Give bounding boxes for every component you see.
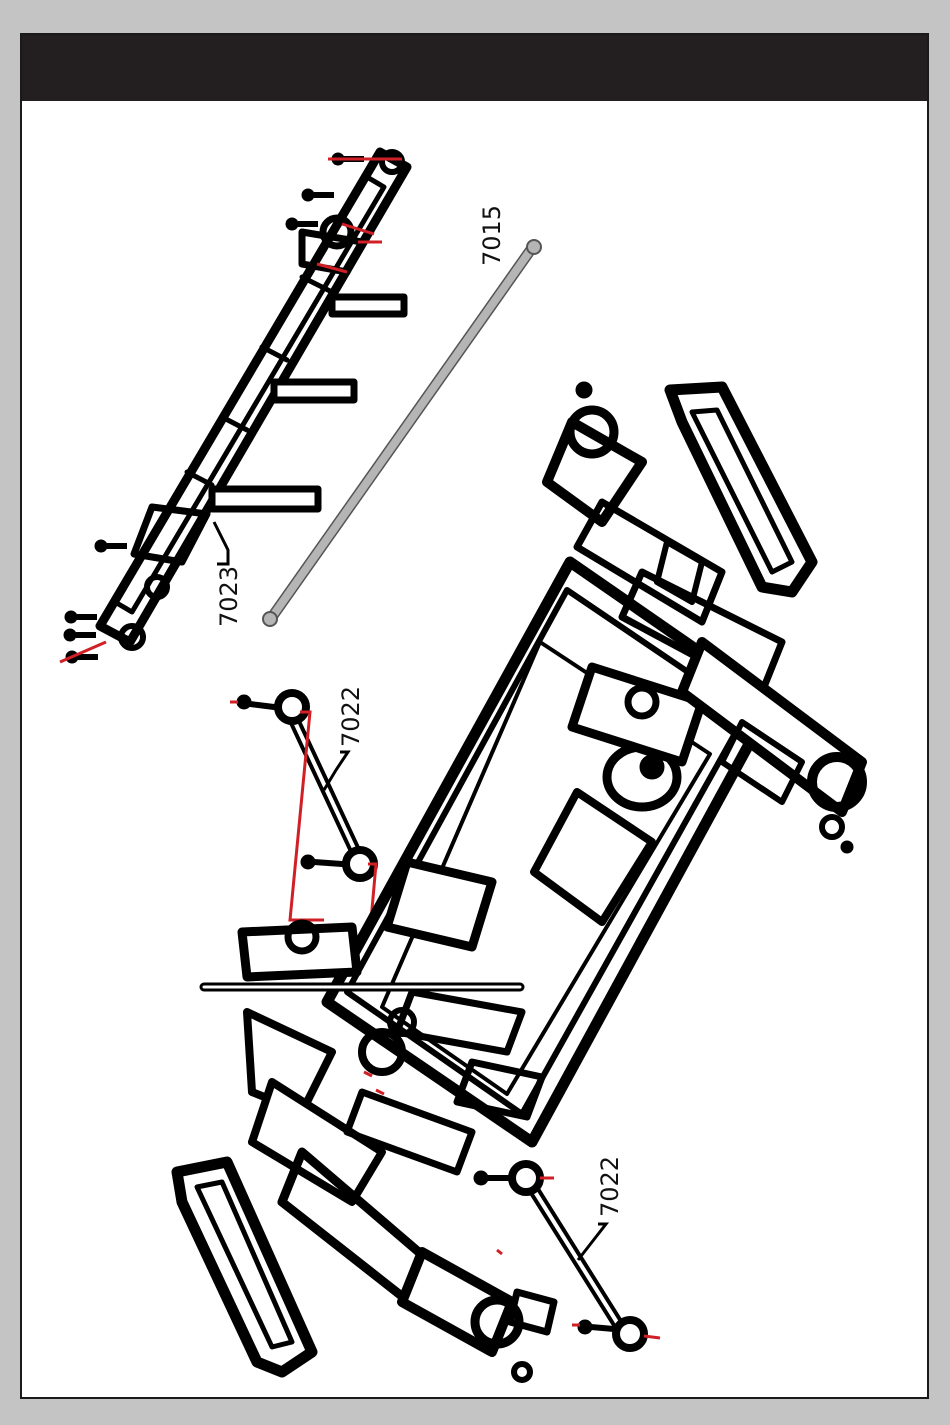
callout-label-7015: 7015 (478, 205, 506, 266)
callout-7023: 7023 (214, 522, 243, 627)
callout-7015: 7015 (478, 205, 506, 266)
exploded-assembly-diagram: 7015 7023 7022 7022 (22, 35, 931, 1401)
callout-label-7022-upper: 7022 (337, 686, 365, 747)
chassis-brace-part (100, 152, 407, 648)
callout-7022-lower: 7022 (578, 1156, 624, 1260)
brace-screws (64, 153, 364, 663)
manual-page: 7015 7023 7022 7022 (20, 33, 929, 1399)
callout-label-7022-lower: 7022 (596, 1156, 624, 1217)
upper-link-guide (290, 712, 324, 920)
callout-label-7023: 7023 (215, 566, 243, 627)
callout-7022-upper: 7022 (324, 686, 365, 790)
